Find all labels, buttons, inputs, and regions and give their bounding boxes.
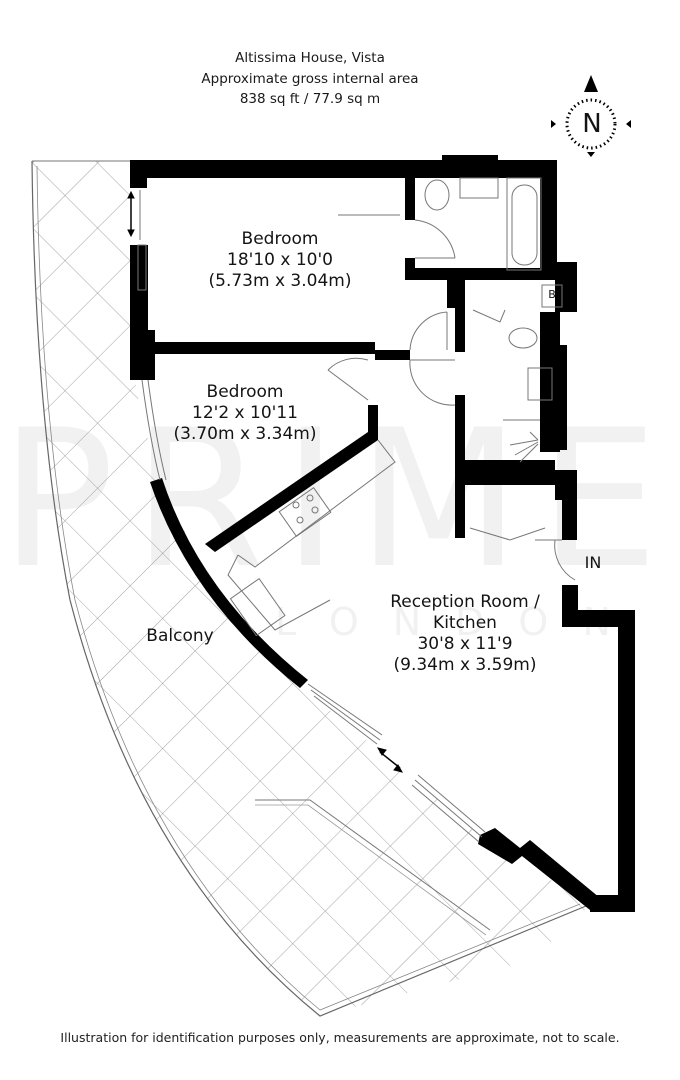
toilet-icon [424,179,450,211]
area-label: Approximate gross internal area [201,70,419,87]
room-name: Bedroom [241,229,319,249]
sliding-arrows [127,190,404,773]
disclaimer: Illustration for identification purposes… [60,1030,620,1045]
boiler-marker: B [548,288,556,301]
room-label-balcony: Balcony [146,626,214,646]
sink-icon [229,577,286,637]
room-dims-imperial: 18'10 x 10'0 [227,250,333,270]
walls [130,155,635,912]
floorplan-header: Altissima House, Vista Approximate gross… [160,48,460,110]
room-label-bedroom-1: Bedroom 18'10 x 10'0 (5.73m x 3.04m) [190,229,370,292]
room-name: Bedroom [206,382,284,402]
bath-icon [511,184,538,266]
basin-icon [459,177,499,199]
area-value: 838 sq ft / 77.9 sq m [239,91,381,107]
compass-north-icon [551,75,631,157]
windows [137,190,486,843]
room-dims-metric: (5.73m x 3.04m) [208,271,352,291]
room-dims-imperial: 12'2 x 10'11 [192,403,298,423]
compass-letter: N [582,109,602,139]
room-name-2: Kitchen [433,613,497,633]
entrance-marker: IN [584,553,602,572]
fixtures [227,177,563,637]
basin-icon [527,367,553,401]
room-name: Reception Room / [390,592,540,612]
room-dims-metric: (9.34m x 3.59m) [393,655,537,675]
room-label-bedroom-2: Bedroom 12'2 x 10'11 (3.70m x 3.34m) [155,382,335,445]
shower-icon [509,431,539,463]
hob-icon [278,486,332,538]
room-dims-imperial: 30'8 x 11'9 [417,634,513,654]
room-label-reception: Reception Room / Kitchen 30'8 x 11'9 (9.… [365,592,565,676]
room-dims-metric: (3.70m x 3.34m) [173,424,317,444]
toilet-icon [508,327,538,349]
door-swings [327,219,576,581]
building-name: Altissima House, Vista [235,50,385,66]
